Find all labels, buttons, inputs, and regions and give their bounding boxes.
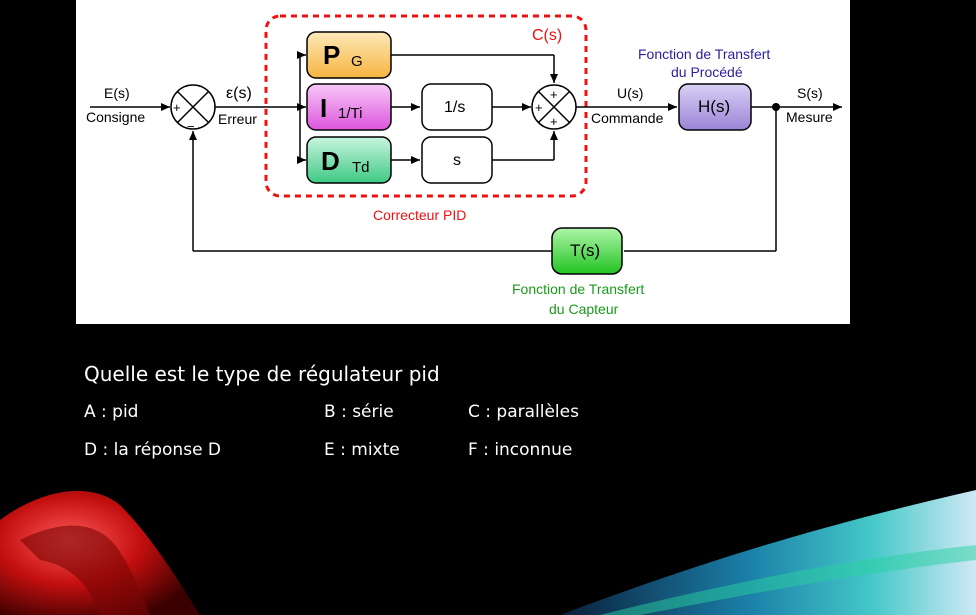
option-d[interactable]: D : la réponse D: [84, 440, 222, 460]
command-name: Commande: [591, 110, 664, 126]
sensor-title-2: du Capteur: [549, 301, 619, 317]
i-gain: 1/Ti: [338, 105, 362, 122]
p-letter: P: [323, 40, 340, 70]
option-f[interactable]: F : inconnue: [468, 440, 573, 460]
error-name: Erreur: [218, 111, 257, 127]
option-c[interactable]: C : parallèles: [468, 402, 579, 422]
pid-block-diagram: C(s) P G I 1/Ti D Td 1/s s E(s) Consigne…: [76, 0, 850, 324]
blue-swoosh: [560, 490, 976, 615]
option-a[interactable]: A : pid: [84, 402, 139, 422]
plus-sign-3: +: [535, 100, 543, 115]
quiz-question: Quelle est le type de régulateur pid: [84, 362, 440, 386]
pid-label: Correcteur PID: [373, 207, 466, 223]
plus-sign-4: +: [550, 114, 558, 129]
input-signal: E(s): [104, 85, 130, 101]
p-block: [306, 31, 392, 79]
d-gain: Td: [352, 159, 370, 176]
i-letter: I: [320, 93, 327, 123]
minus-sign-1: −: [187, 119, 195, 134]
d-block: [306, 136, 392, 184]
option-e[interactable]: E : mixte: [324, 440, 400, 460]
option-b[interactable]: B : série: [324, 402, 394, 422]
output-name: Mesure: [786, 109, 833, 125]
plus-sign-2: +: [550, 87, 558, 102]
derivator-label: s: [453, 152, 461, 169]
d-letter: D: [321, 146, 340, 176]
integrator-label: 1/s: [444, 99, 465, 116]
correcteur-label: C(s): [532, 27, 562, 44]
process-title-2: du Procédé: [671, 64, 743, 80]
process-title-1: Fonction de Transfert: [638, 46, 770, 62]
sensor-title-1: Fonction de Transfert: [512, 281, 644, 297]
input-name: Consigne: [86, 109, 145, 125]
command-signal: U(s): [617, 85, 643, 101]
p-gain: G: [351, 53, 363, 70]
output-signal: S(s): [797, 85, 823, 101]
plus-sign-1: +: [173, 100, 181, 115]
pid-dashed-box: [264, 14, 588, 198]
sensor-block-label: T(s): [570, 241, 600, 260]
summing-junction-pid: [531, 84, 577, 130]
process-block-label: H(s): [698, 97, 730, 116]
error-signal: ε(s): [226, 85, 252, 102]
